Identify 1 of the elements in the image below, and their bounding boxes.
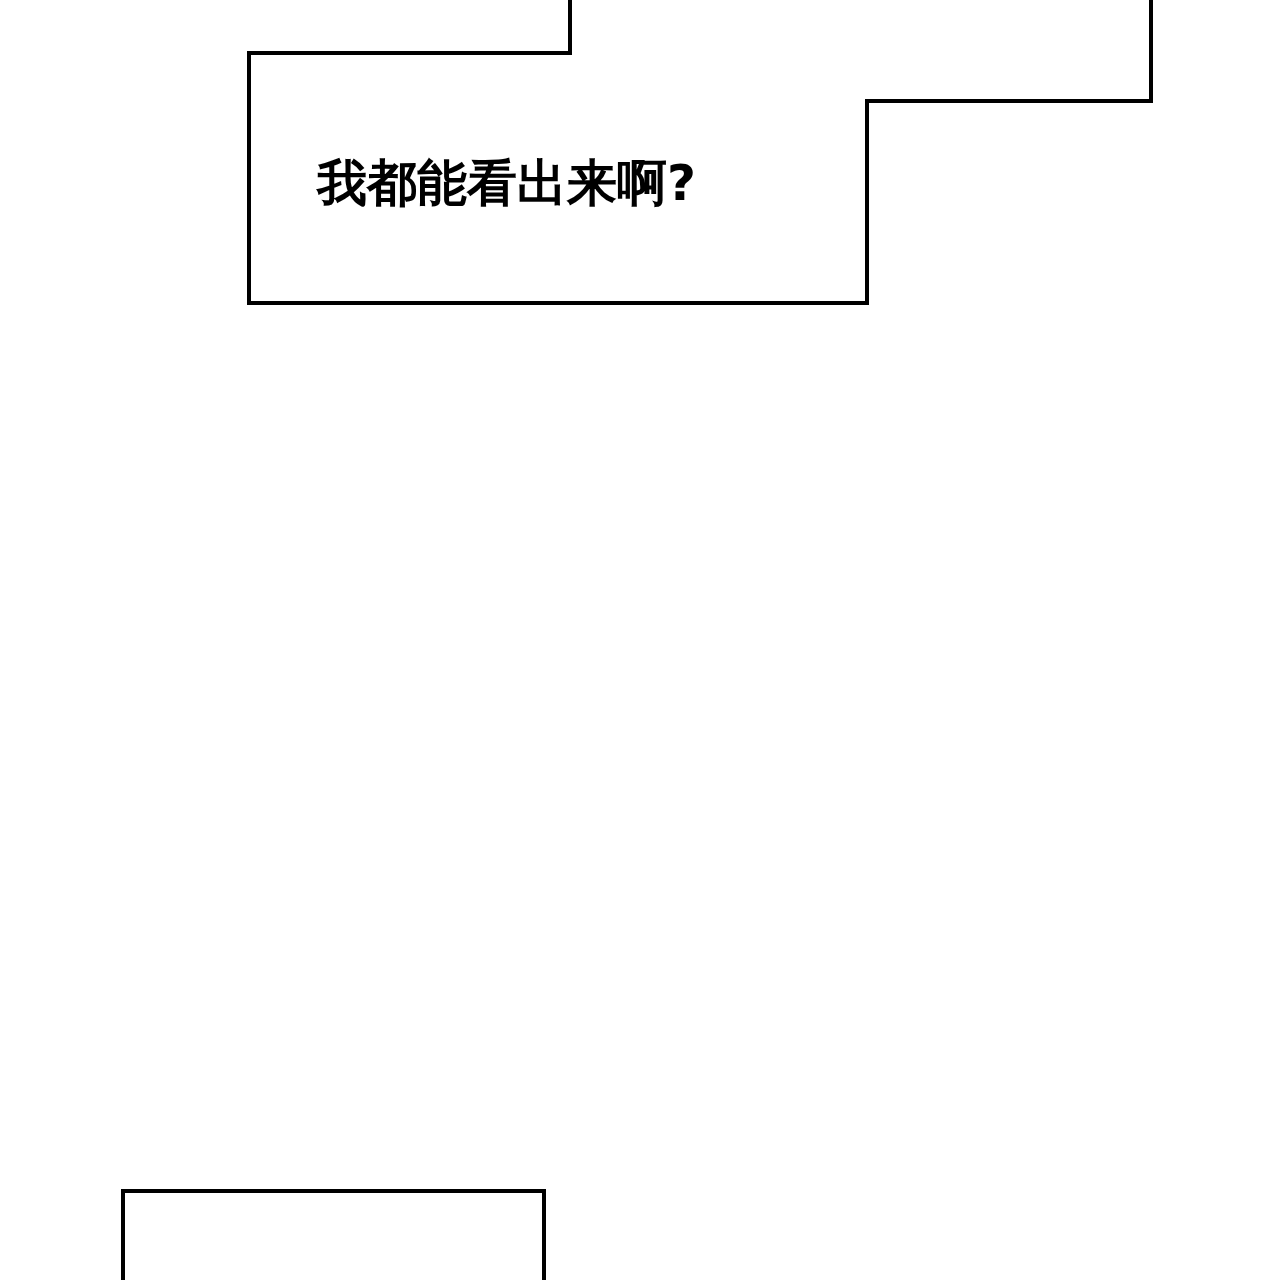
dialogue-text: 我都能看出来啊? [317, 156, 696, 211]
